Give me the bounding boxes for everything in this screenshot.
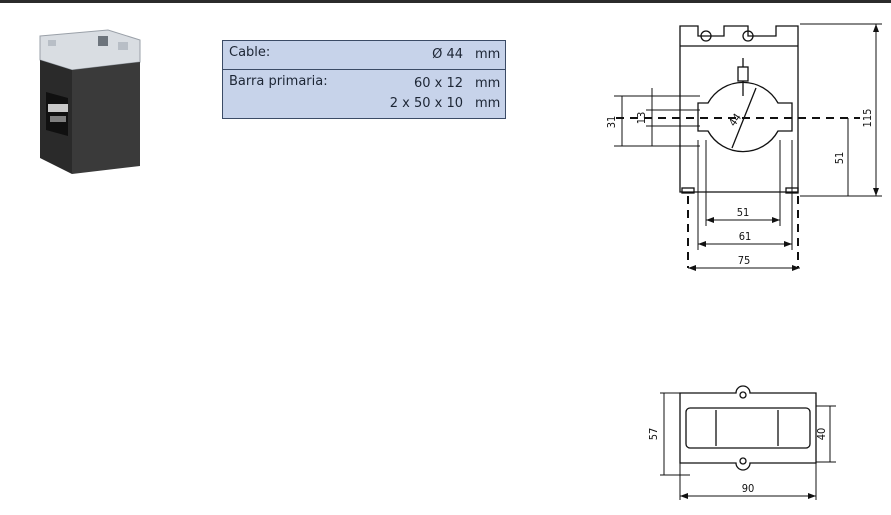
dim-inner-height: 40 bbox=[815, 428, 828, 441]
dim-height-total: 115 bbox=[861, 109, 874, 128]
product-photo bbox=[39, 29, 141, 174]
spec-label-cable: Cable: bbox=[229, 45, 271, 60]
spec-unit-barra-2: mm bbox=[475, 96, 501, 111]
dim-mount-width: 75 bbox=[738, 254, 751, 267]
spec-value-barra-1: 60 x 12 bbox=[413, 76, 463, 91]
top-rule bbox=[0, 0, 891, 3]
spec-unit-barra-1: mm bbox=[475, 76, 501, 91]
spec-table: Cable: Ø 44 mm Barra primaria: 60 x 12 m… bbox=[222, 40, 506, 119]
spec-label-barra: Barra primaria: bbox=[229, 74, 328, 89]
dim-height-center: 51 bbox=[833, 152, 846, 165]
dim-outer-height: 57 bbox=[647, 428, 660, 441]
dim-opening-height: 31 bbox=[605, 116, 618, 129]
spec-unit-cable: mm bbox=[475, 47, 501, 62]
front-view-drawing: 115 51 31 13 44 51 61 75 bbox=[605, 23, 882, 271]
dim-cable-diameter: 44 bbox=[726, 111, 744, 129]
dim-opening-width: 61 bbox=[739, 230, 752, 243]
bottom-view-drawing: 57 40 90 bbox=[647, 385, 836, 500]
spec-value-cable: Ø 44 bbox=[432, 47, 463, 62]
dim-width: 90 bbox=[742, 482, 755, 495]
spec-row-barra: Barra primaria: 60 x 12 mm 2 x 50 x 10 m… bbox=[223, 69, 505, 118]
spec-value-barra-2: 2 x 50 x 10 bbox=[389, 96, 463, 111]
dim-inner-width: 51 bbox=[737, 206, 750, 219]
dim-bar-height: 13 bbox=[635, 112, 648, 125]
spec-row-cable: Cable: Ø 44 mm bbox=[223, 41, 505, 69]
